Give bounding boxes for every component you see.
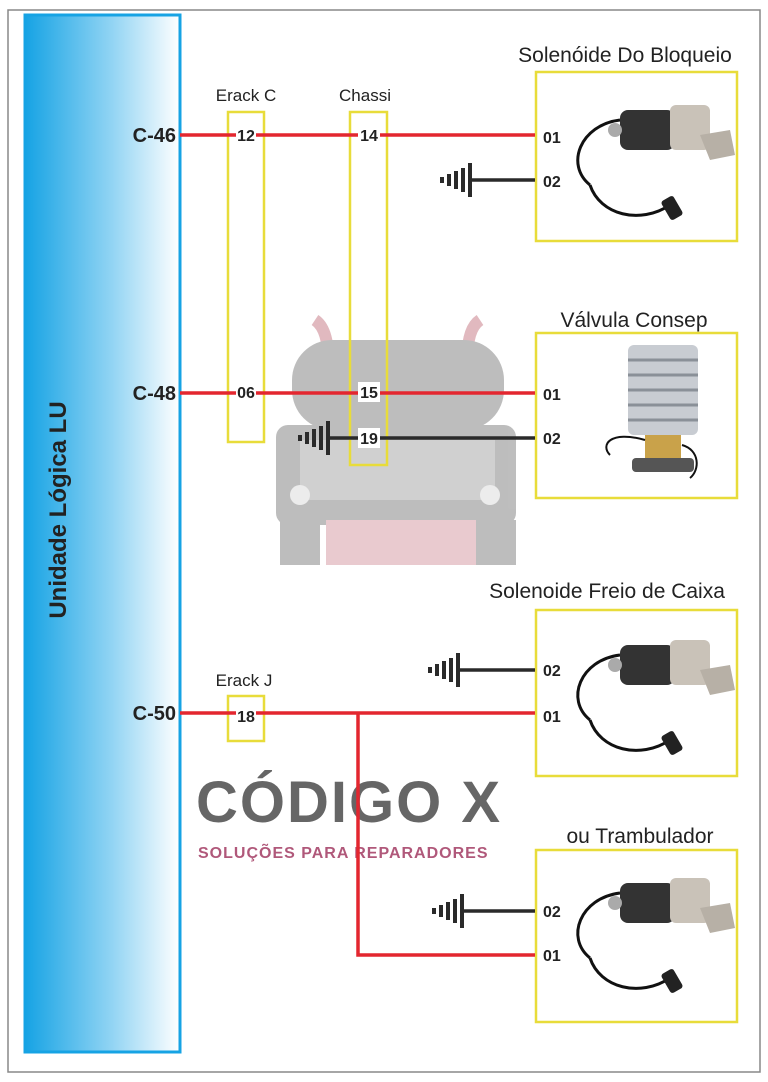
device-pin: 01: [543, 387, 561, 404]
device-pin: 02: [543, 663, 561, 680]
pin-number: 06: [237, 385, 255, 402]
device-pin: 01: [543, 709, 561, 726]
chassi-label: Chassi: [339, 86, 391, 105]
device-box-trambulador: [534, 848, 739, 1024]
valve-image: [605, 345, 698, 479]
watermark: [276, 315, 516, 565]
connector-erack-c: [226, 110, 266, 444]
erack-j-label: Erack J: [216, 671, 273, 690]
device-pin: 02: [543, 431, 561, 448]
device-pin: 01: [543, 130, 561, 147]
connector-chassi: [348, 110, 389, 467]
ground-icon: [440, 163, 472, 197]
connector-erack-j: [226, 694, 266, 743]
truck-watermark-icon: [276, 315, 516, 565]
signal-label: C-50: [133, 703, 176, 725]
pin-number: 14: [360, 128, 378, 145]
device-title: Solenóide Do Bloqueio: [518, 44, 732, 67]
device-pin: 02: [543, 904, 561, 921]
ground-icon: [428, 653, 460, 687]
pin-number: 12: [237, 128, 255, 145]
signal-label: C-48: [133, 383, 176, 405]
pin-number: 19: [360, 431, 378, 448]
device-box-valvula-consep: [534, 331, 739, 500]
logic-unit-label: Unidade Lógica LU: [45, 401, 72, 618]
page-frame: [7, 9, 761, 1073]
device-pin: 01: [543, 948, 561, 965]
watermark-brand: CÓDIGO X: [196, 770, 502, 835]
device-title: Solenoide Freio de Caixa: [489, 580, 725, 603]
erack-c-label: Erack C: [216, 86, 276, 105]
device-box-solenoide-bloqueio: [534, 70, 739, 243]
device-pins: 01 02 01 02 02 01 02 01: [543, 130, 561, 965]
pin-number: 15: [360, 385, 378, 402]
device-title: ou Trambulador: [566, 825, 713, 848]
watermark-tagline: SOLUÇÕES PARA REPARADORES: [198, 842, 489, 862]
device-box-solenoide-freio: [534, 608, 739, 778]
pin-number: 18: [237, 709, 255, 726]
signal-label: C-46: [133, 125, 176, 147]
device-pin: 02: [543, 174, 561, 191]
device-title: Válvula Consep: [560, 309, 707, 332]
connector-pins: 12 06 14 15 19 18: [236, 124, 380, 726]
solenoid-image: [576, 638, 737, 758]
logic-unit-block: [23, 13, 182, 1054]
solenoid-image: [576, 876, 737, 996]
ground-icon: [432, 894, 464, 928]
solenoid-image: [576, 103, 737, 223]
